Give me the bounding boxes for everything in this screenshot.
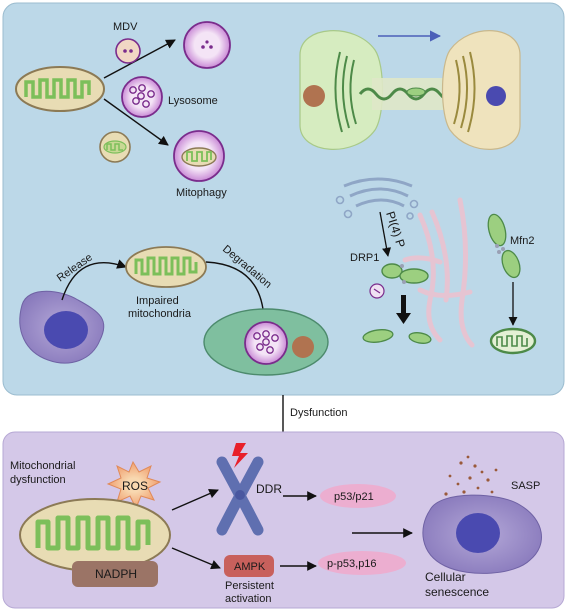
- release-arrow: [61, 259, 127, 301]
- mitophagy-lysosome: [173, 130, 225, 182]
- mito-dysfunction-label-line2: dysfunction: [10, 474, 66, 486]
- pi4p-arrow: [379, 211, 392, 257]
- persistent-label-line2: activation: [225, 593, 271, 605]
- pp53-p16-label: p-p53,p16: [327, 558, 377, 570]
- fusing-mitochondria: [487, 213, 521, 279]
- releasing-cell: [19, 290, 105, 364]
- lysosome: [121, 76, 163, 118]
- arrow-to-ddr: [171, 489, 219, 511]
- p53-p21-pill: p53/p21: [320, 484, 396, 508]
- dysfunction-label: Dysfunction: [290, 407, 347, 419]
- chromosome-icon: [216, 456, 264, 536]
- impaired-label-line2: mitochondria: [128, 308, 192, 320]
- dysfunctional-mitochondrion: [19, 498, 171, 572]
- mito-dysfunction-label-line1: Mitochondrial: [10, 460, 75, 472]
- golgi-apparatus: [335, 177, 419, 220]
- mitophagy-label: Mitophagy: [176, 187, 227, 199]
- mdv-lysosome: [183, 21, 231, 69]
- arrow-to-ampk: [171, 547, 221, 570]
- persistent-label-line1: Persistent: [225, 580, 274, 592]
- cellular-label-line2: senescence: [425, 585, 489, 599]
- ros-label: ROS: [122, 479, 148, 493]
- ddr-label: DDR: [256, 482, 282, 496]
- arrow-to-mdv: [103, 39, 176, 79]
- nadph-box: NADPH: [72, 561, 158, 587]
- fission-arrow: [396, 295, 411, 324]
- purple-vesicle: [369, 283, 385, 299]
- fragmented-mitochondria: [362, 329, 432, 344]
- cellular-label-line1: Cellular: [425, 570, 466, 584]
- recipient-cell: [441, 30, 521, 150]
- p53-p21-label: p53/p21: [334, 491, 374, 503]
- nadph-label: NADPH: [95, 567, 137, 581]
- dividing-mitochondrion: [381, 263, 429, 284]
- mdv-vesicle: [115, 38, 141, 64]
- mitochondrion-source: [15, 66, 105, 112]
- arrow-to-mitophagy: [103, 98, 169, 146]
- lightning-icon: [232, 443, 248, 468]
- recipient-oval-cell: [203, 308, 329, 376]
- fused-mitochondrion: [489, 327, 537, 355]
- impaired-label-line1: Impaired: [136, 295, 179, 307]
- mdv-label: MDV: [113, 21, 138, 33]
- donor-cell: [299, 30, 384, 150]
- lysosome-label: Lysosome: [168, 95, 218, 107]
- small-mitochondrion: [99, 131, 131, 163]
- ampk-box: AMPK: [224, 555, 274, 577]
- ampk-label: AMPK: [234, 561, 266, 573]
- endoplasmic-reticulum: [402, 197, 475, 348]
- drp1-label: DRP1: [350, 252, 379, 264]
- mfn2-label: Mfn2: [510, 235, 534, 247]
- senescent-cell: [422, 494, 542, 574]
- sasp-label: SASP: [511, 480, 540, 492]
- impaired-mitochondrion: [125, 246, 207, 288]
- pp53-p16-pill: p-p53,p16: [318, 551, 406, 575]
